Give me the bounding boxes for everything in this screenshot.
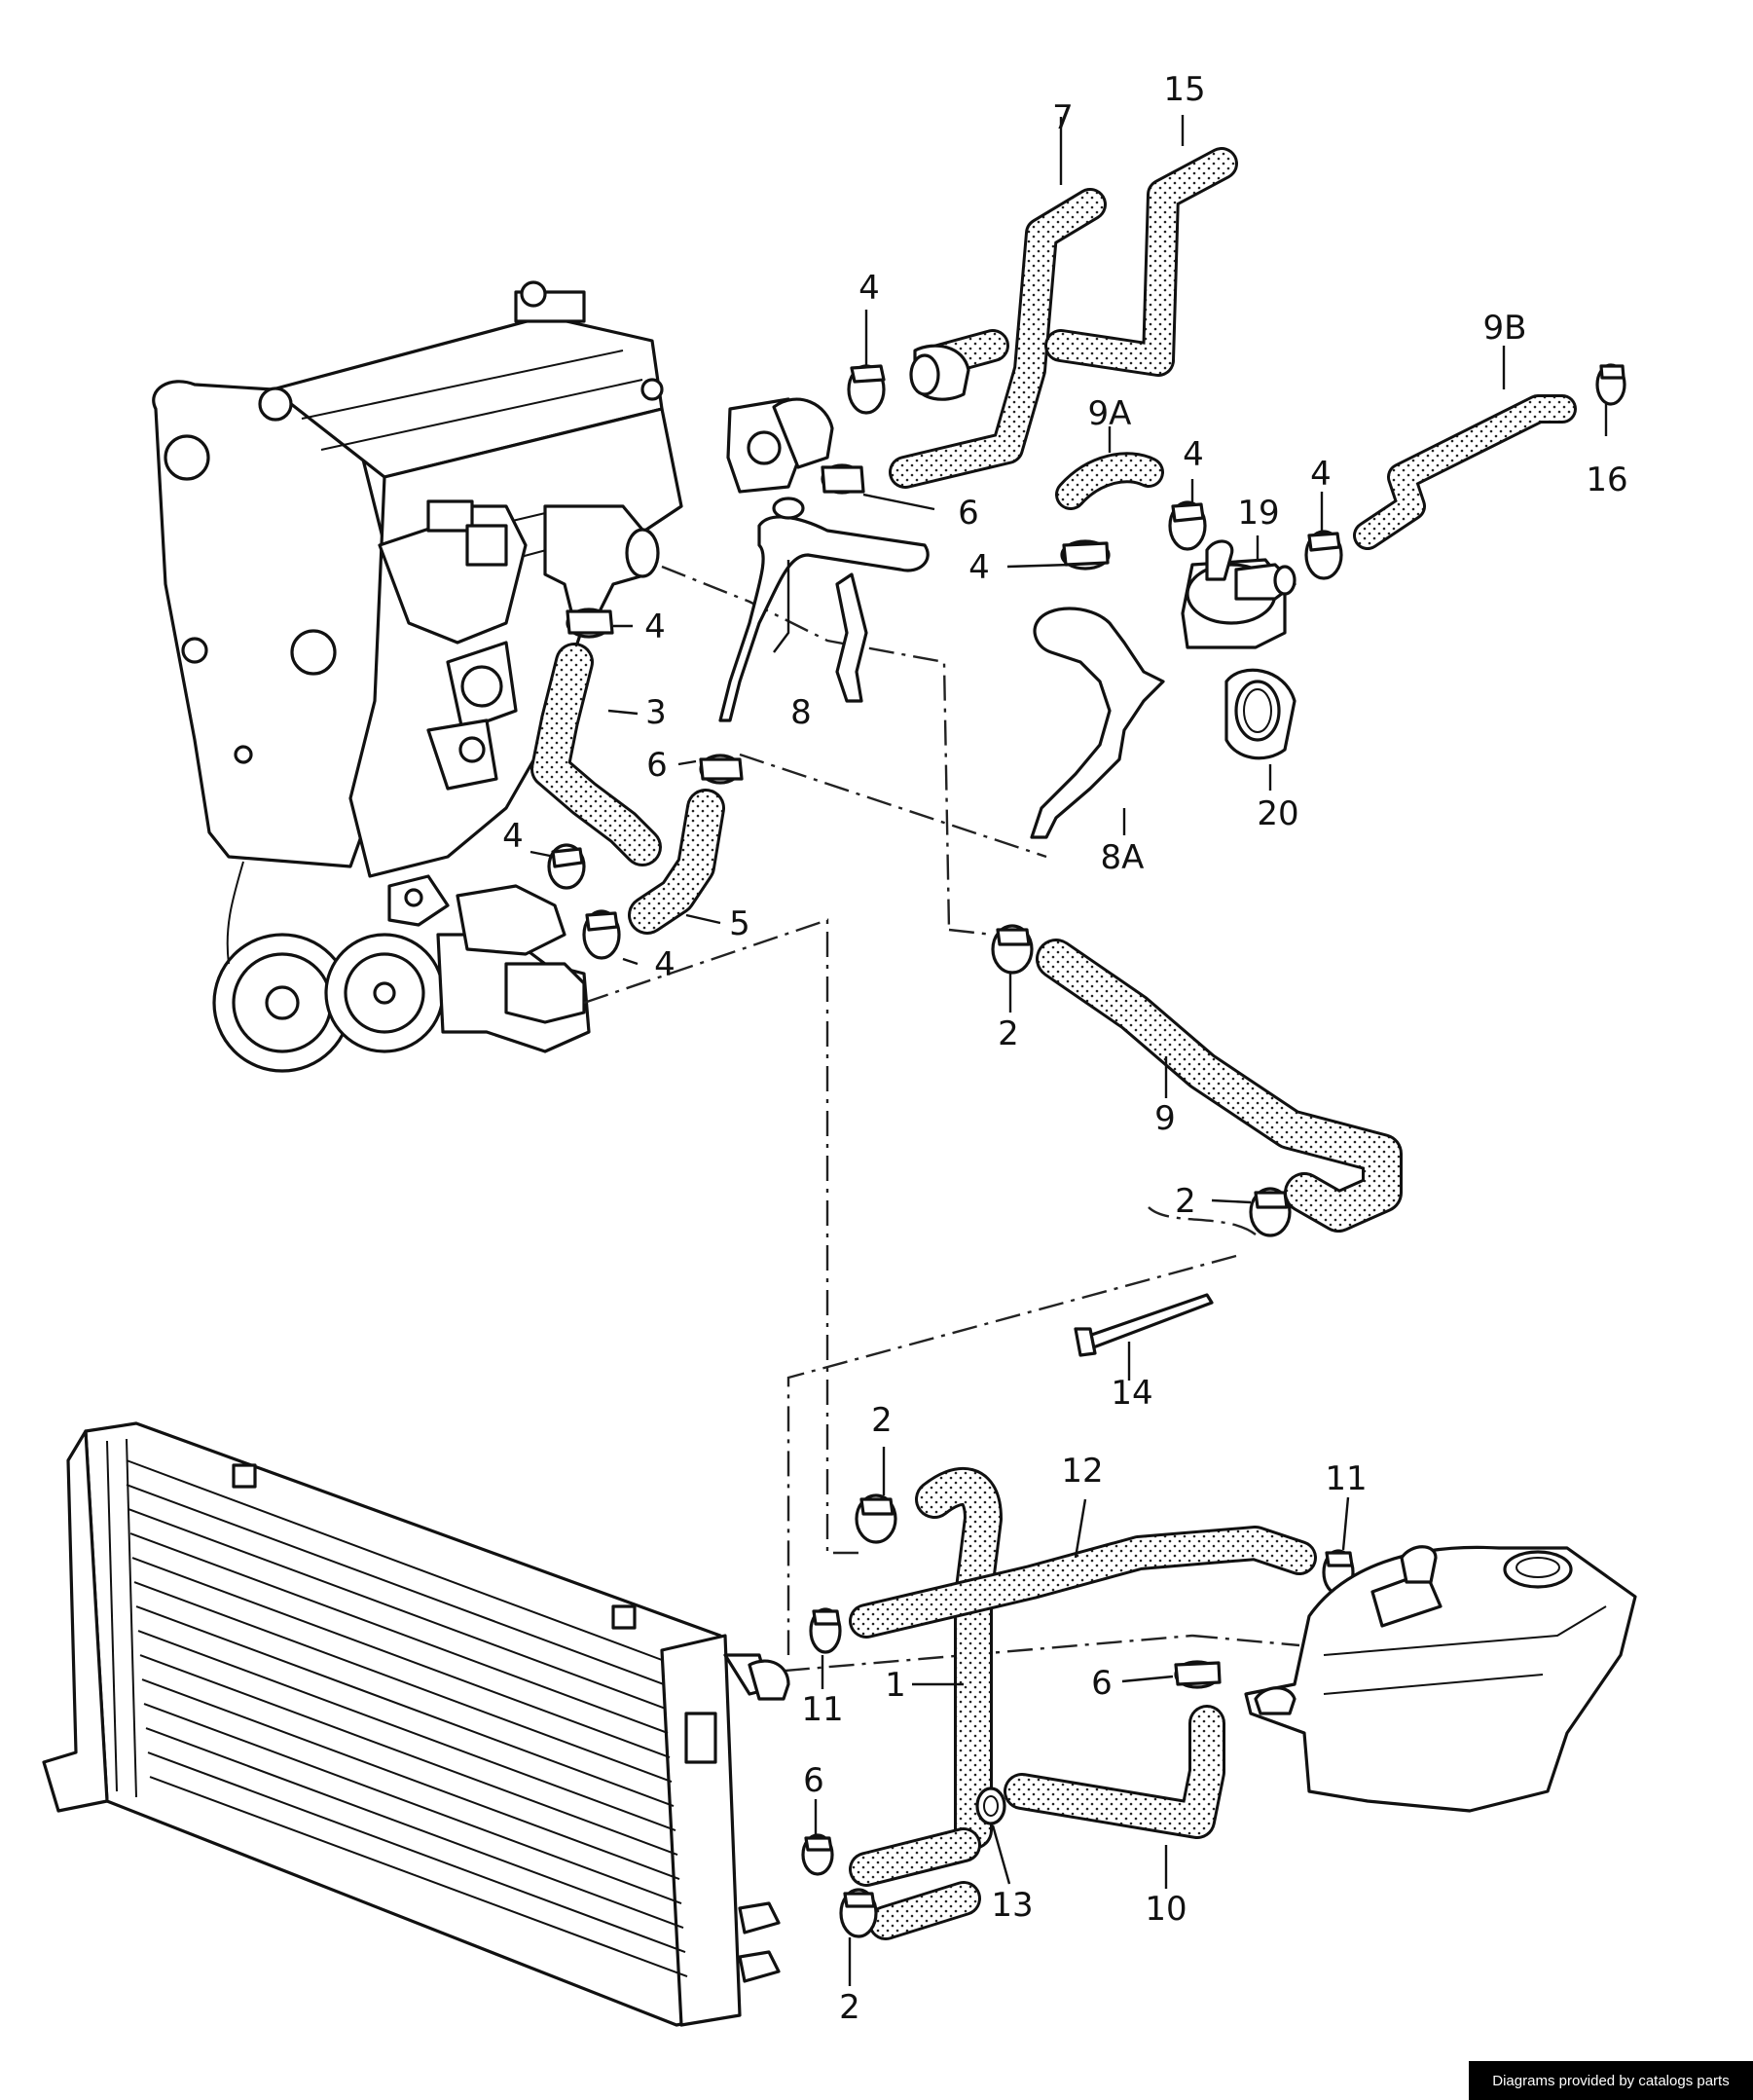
callout-16: 16	[1586, 461, 1627, 499]
clamps	[547, 363, 1626, 1938]
callout-2: 2	[839, 1988, 860, 2027]
callout-2: 2	[1175, 1182, 1196, 1221]
callout-4: 4	[968, 548, 990, 587]
clamp-2a	[991, 924, 1034, 975]
clamp-6e	[801, 1833, 834, 1876]
hoses	[530, 147, 1577, 1940]
clamp-6a	[821, 463, 865, 495]
callout-10: 10	[1145, 1890, 1187, 1929]
clamp-11a	[809, 1607, 842, 1654]
callout-12: 12	[1061, 1452, 1103, 1491]
callout-4: 4	[1310, 455, 1332, 494]
callout-9a: 9A	[1088, 394, 1132, 433]
callout-9b: 9B	[1483, 309, 1527, 348]
callout-4: 4	[644, 608, 666, 646]
clamp-6b	[772, 497, 805, 520]
callout-4: 4	[654, 945, 676, 984]
callout-6: 6	[1091, 1664, 1113, 1703]
callout-6: 6	[803, 1761, 824, 1800]
callout-3: 3	[645, 693, 667, 732]
clamp-2d	[839, 1888, 878, 1938]
callout-7: 7	[1052, 98, 1074, 137]
callout-5: 5	[729, 904, 750, 943]
callout-4: 4	[502, 817, 524, 856]
callout-6: 6	[646, 746, 668, 785]
radiator-fins	[126, 1459, 688, 1977]
clamp-2b	[1249, 1187, 1292, 1237]
pipes-and-fittings	[718, 344, 1296, 1357]
callout-1: 1	[885, 1666, 906, 1705]
callout-20: 20	[1257, 794, 1298, 833]
callout-8: 8	[790, 693, 812, 732]
callout-8a: 8A	[1101, 838, 1145, 877]
clamp-4f	[1168, 500, 1207, 551]
callout-13: 13	[991, 1886, 1033, 1925]
clamp-4e	[1060, 539, 1111, 571]
callout-2: 2	[871, 1401, 893, 1440]
callout-15: 15	[1163, 70, 1205, 109]
callout-6: 6	[958, 494, 979, 533]
clamp-4b	[566, 608, 614, 639]
clamp-13	[975, 1787, 1006, 1825]
callout-9: 9	[1154, 1099, 1176, 1138]
callout-2: 2	[998, 1014, 1019, 1053]
callout-11: 11	[801, 1690, 843, 1729]
clamp-2c	[855, 1493, 897, 1544]
clamp-4g	[1304, 530, 1343, 580]
clamp-4d	[582, 909, 621, 960]
callout-19: 19	[1237, 494, 1279, 533]
clamp-6d	[1174, 1660, 1222, 1689]
callout-11: 11	[1325, 1459, 1367, 1498]
clamp-4a	[847, 364, 886, 415]
footer-credit: Diagrams provided by catalogs parts	[1469, 2061, 1753, 2100]
expansion-tank	[1244, 1545, 1637, 1813]
clamp-6c	[699, 754, 744, 785]
radiator	[42, 1421, 790, 2027]
callout-4: 4	[1183, 435, 1204, 474]
leader-lines	[530, 115, 1608, 1986]
clamp-16	[1595, 363, 1626, 406]
callout-14: 14	[1111, 1374, 1152, 1413]
callout-4: 4	[858, 269, 880, 308]
callout-labels: 7 15 4 9B 16 9A 4 19 4 4 6 4 8 3 6 8A 20…	[502, 70, 1627, 2027]
engine-block	[152, 280, 683, 1073]
clamp-4c	[547, 843, 586, 890]
